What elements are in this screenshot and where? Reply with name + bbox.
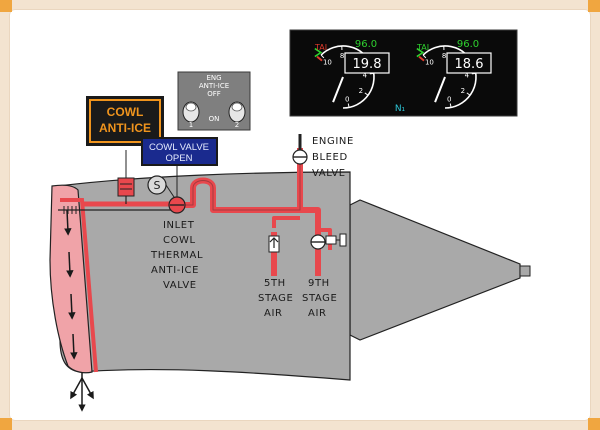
gauge-tick bbox=[449, 103, 452, 108]
gauge-scale-label: 4 bbox=[465, 71, 470, 79]
n1-readout-box bbox=[344, 52, 390, 74]
gauge-tick bbox=[347, 103, 350, 108]
anti-ice-switch-2[interactable] bbox=[228, 101, 246, 123]
n1-label: N₁ bbox=[395, 104, 406, 114]
commanded-n1: 96.0 bbox=[355, 39, 377, 50]
n1-gauge-1: 1086420TAI96.019.8 bbox=[314, 39, 390, 109]
ninth-stage-label: 9TH STAGE AIR bbox=[302, 278, 341, 319]
gauge-scale-label: 2 bbox=[359, 87, 363, 95]
gauge-scale-label: 2 bbox=[461, 87, 465, 95]
anti-ice-switch-1[interactable] bbox=[182, 101, 200, 123]
engine-n1-display: 1086420TAI96.019.81086420TAI96.018.6 N₁ bbox=[289, 29, 518, 117]
lip-flow-arrows bbox=[64, 209, 78, 360]
svg-text:OPEN: OPEN bbox=[166, 153, 193, 164]
engine-bleed-valve-label: ENGINE BLEED VALVE bbox=[312, 136, 358, 179]
switch-panel-title-1: ENG bbox=[206, 74, 221, 82]
inlet-lip bbox=[49, 184, 93, 374]
tai-green-bug bbox=[314, 47, 323, 58]
gauge-scale-label: 8 bbox=[442, 52, 446, 60]
bleed-ducting bbox=[84, 148, 332, 276]
gauge-scale-label: 10 bbox=[425, 58, 434, 66]
gauge-tick bbox=[364, 92, 369, 96]
commanded-n1: 96.0 bbox=[457, 39, 479, 50]
gauge-needle bbox=[434, 76, 446, 103]
tai-red-mark bbox=[418, 55, 425, 62]
gauge-needle bbox=[332, 76, 344, 103]
gauge-scale-label: 4 bbox=[363, 71, 368, 79]
frame-corner-top-left bbox=[0, 0, 12, 12]
gauge-scale-label: 8 bbox=[340, 52, 344, 60]
gauge-scale-label: 0 bbox=[447, 96, 451, 104]
n1-readout: 18.6 bbox=[455, 57, 484, 72]
frame-corner-bottom-right bbox=[588, 418, 600, 430]
tai-label: TAI bbox=[416, 43, 429, 52]
fifth-stage-label: 5TH STAGE AIR bbox=[258, 278, 297, 319]
eng-anti-ice-switch-panel: ENG ANTI-ICE OFF 1 ON 2 bbox=[177, 71, 251, 131]
exhaust-tail bbox=[519, 265, 531, 277]
n1-gauge-2: 1086420TAI96.018.6 bbox=[416, 39, 492, 109]
switch-1-label: 1 bbox=[189, 121, 193, 129]
exhaust-cone bbox=[349, 199, 521, 341]
inlet-lip-duct bbox=[60, 198, 98, 373]
inlet-valve-label: INLET COWL THERMAL ANTI-ICE VALVE bbox=[150, 220, 207, 291]
pressure-switch bbox=[117, 177, 135, 197]
switch-2-label: 2 bbox=[235, 121, 239, 129]
gauge-scale-label: 10 bbox=[323, 58, 332, 66]
svg-text:ANTI-ICE: ANTI-ICE bbox=[99, 121, 151, 135]
frame-corner-top-right bbox=[588, 0, 600, 12]
gauge-tick bbox=[466, 92, 471, 96]
exhaust-flow-arrows bbox=[70, 372, 94, 412]
tai-red-mark bbox=[316, 55, 323, 62]
svg-text:COWL: COWL bbox=[107, 105, 144, 119]
gauge-scale-label: 0 bbox=[345, 96, 349, 104]
svg-text:COWL VALVE: COWL VALVE bbox=[149, 142, 209, 153]
cowl-valve-open-light: COWL VALVE OPEN bbox=[141, 137, 218, 166]
gauge-tick bbox=[320, 54, 325, 59]
spray-bar-teeth bbox=[63, 206, 77, 214]
solenoid-label: S bbox=[154, 179, 161, 192]
tai-green-bug bbox=[416, 47, 425, 58]
n1-readout-box bbox=[446, 52, 492, 74]
switch-panel-on-label: ON bbox=[209, 115, 220, 123]
n1-readout: 19.8 bbox=[353, 57, 382, 72]
n1-gauges: 1086420TAI96.019.81086420TAI96.018.6 bbox=[314, 39, 492, 109]
frame-corner-bottom-left bbox=[0, 418, 12, 430]
tai-label: TAI bbox=[314, 43, 327, 52]
gauge-tick bbox=[422, 54, 427, 59]
switch-panel-title-2: ANTI-ICE bbox=[199, 82, 229, 90]
switch-panel-off-label: OFF bbox=[207, 90, 221, 98]
hp-valve-actuator bbox=[325, 235, 337, 245]
